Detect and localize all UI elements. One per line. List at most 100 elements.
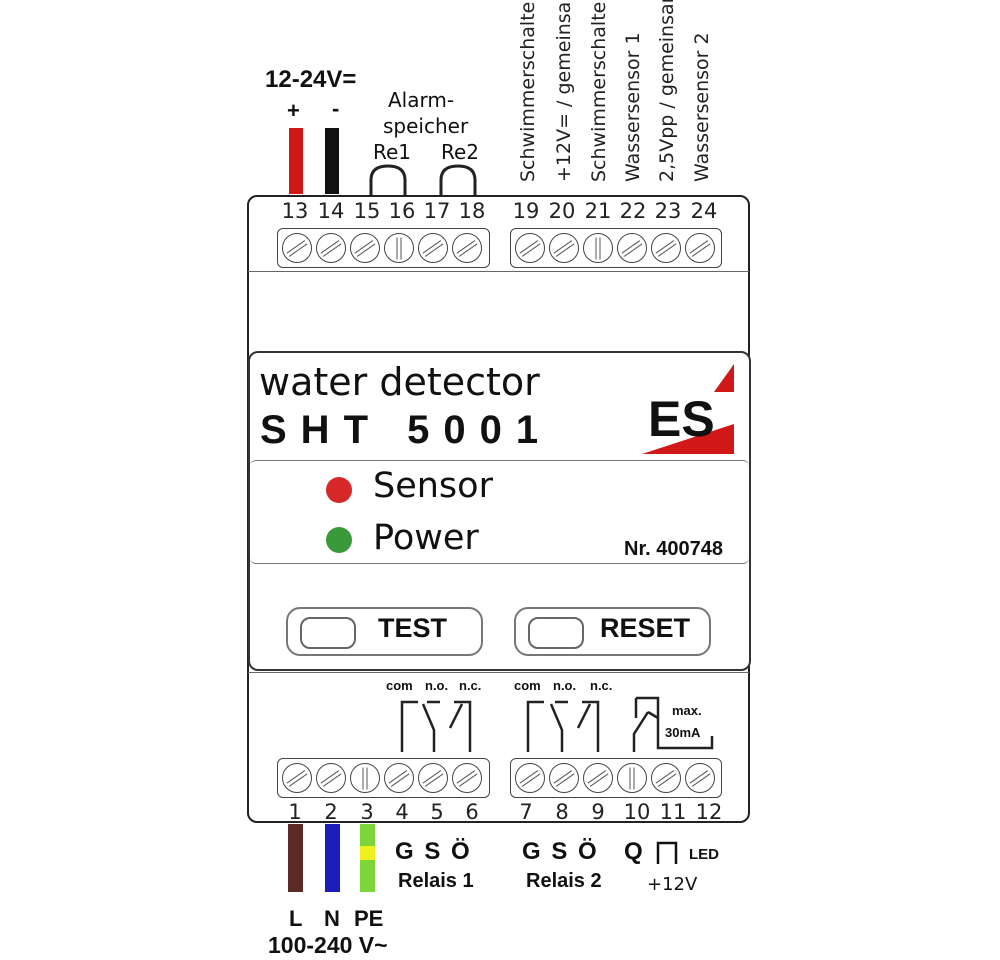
terminal-number: 12	[695, 800, 723, 824]
screw-icon[interactable]	[418, 233, 448, 263]
relay-symbols	[400, 696, 714, 752]
minus-label: -	[332, 96, 340, 121]
terminal-number: 14	[317, 199, 345, 223]
screw-icon[interactable]	[515, 763, 545, 793]
red-wire	[289, 128, 303, 194]
black-wire	[325, 128, 339, 194]
terminal-number: 23	[654, 199, 682, 223]
top-terminal-block-right	[510, 228, 722, 268]
bottom-wires	[288, 824, 375, 892]
screw-icon[interactable]	[452, 233, 482, 263]
terminal-number: 21	[584, 199, 612, 223]
wire-n-label: N	[324, 906, 340, 931]
relay2-no: n.o.	[553, 678, 577, 693]
terminal-number: 18	[458, 199, 486, 223]
max-current-label: max.	[672, 703, 702, 718]
led-output-label: LED	[689, 846, 719, 863]
relay1-terminals-label: G S Ö	[395, 838, 472, 865]
terminal-number: 20	[548, 199, 576, 223]
top-terminal-block-left	[277, 228, 490, 268]
led-area	[250, 460, 749, 564]
relay1-no: n.o.	[425, 678, 449, 693]
terminal-number: 1	[288, 800, 302, 824]
terminal-number: 24	[690, 199, 718, 223]
reset-button-label: RESET	[600, 613, 691, 643]
bottom-terminal-block-right	[510, 758, 722, 798]
product-title: water detector	[259, 360, 540, 404]
relay2-symbol-icon	[526, 700, 600, 752]
screw-icon[interactable]	[384, 763, 414, 793]
relay2-nc: n.c.	[590, 678, 613, 693]
alarm-label-line2: speicher	[383, 114, 469, 138]
terminal-number: 10	[623, 800, 651, 824]
screw-icon[interactable]	[651, 763, 681, 793]
screw-icon[interactable]	[617, 233, 647, 263]
reset-button-cap	[528, 617, 584, 649]
wire-l-label: L	[289, 906, 303, 931]
terminal-number: 3	[360, 800, 374, 824]
dc-voltage-label: 12-24V=	[265, 66, 357, 93]
terminal-number: 19	[512, 199, 540, 223]
pe-wire-yellow	[360, 846, 375, 860]
screw-icon[interactable]	[452, 763, 482, 793]
screw-icon[interactable]	[282, 233, 312, 263]
sensor-led	[326, 477, 352, 503]
screw-icon[interactable]	[549, 233, 579, 263]
terminal-number: 5	[430, 800, 444, 824]
brown-wire	[288, 824, 303, 892]
terminal-number: 2	[324, 800, 338, 824]
es-logo-icon: ES	[642, 364, 734, 454]
screw-icon[interactable]	[282, 763, 312, 793]
screw-icon[interactable]	[384, 233, 414, 263]
screw-icon[interactable]	[651, 233, 681, 263]
terminal-number: 9	[591, 800, 605, 824]
test-button[interactable]: TEST	[286, 607, 483, 656]
screw-icon[interactable]	[583, 763, 613, 793]
test-button-label: TEST	[378, 613, 448, 643]
power-led	[326, 527, 352, 553]
terminal-number: 8	[555, 800, 569, 824]
serial-number: Nr. 400748	[624, 538, 723, 560]
screw-icon[interactable]	[418, 763, 448, 793]
terminal-number: 4	[395, 800, 409, 824]
relay2-label: Relais 2	[526, 870, 602, 892]
jumper-re2	[439, 164, 477, 196]
screw-icon[interactable]	[549, 763, 579, 793]
relay1-com: com	[386, 678, 413, 693]
terminal-number: 11	[659, 800, 687, 824]
screw-icon[interactable]	[685, 763, 715, 793]
pulse-icon	[656, 841, 678, 864]
terminal-number: 17	[423, 199, 451, 223]
test-button-cap	[300, 617, 356, 649]
max-current-value: 30mA	[665, 725, 701, 740]
screw-icon[interactable]	[617, 763, 647, 793]
relay1-nc: n.c.	[459, 678, 482, 693]
wire-pe-label: PE	[354, 906, 384, 931]
plus-label: +	[287, 98, 300, 123]
reset-button[interactable]: RESET	[514, 607, 711, 656]
screw-icon[interactable]	[316, 233, 346, 263]
power-led-label: Power	[373, 518, 479, 558]
terminal-number: 13	[281, 199, 309, 223]
relay2-com: com	[514, 678, 541, 693]
terminal-number: 7	[519, 800, 533, 824]
screw-icon[interactable]	[350, 763, 380, 793]
q-output-label: Q	[624, 838, 643, 865]
es-logo-text: ES	[648, 391, 715, 447]
terminal-number: 6	[465, 800, 479, 824]
relay1-symbol-icon	[400, 700, 472, 752]
relay2-terminals-label: G S Ö	[522, 838, 599, 865]
screw-icon[interactable]	[515, 233, 545, 263]
screw-icon[interactable]	[583, 233, 613, 263]
blue-wire	[325, 824, 340, 892]
bottom-terminal-block-left	[277, 758, 490, 798]
relay1-label: Relais 1	[398, 870, 474, 892]
screw-icon[interactable]	[685, 233, 715, 263]
sensor-led-label: Sensor	[373, 466, 493, 506]
re2-label: Re2	[441, 140, 480, 164]
screw-icon[interactable]	[350, 233, 380, 263]
plus12v-label: +12V	[647, 874, 698, 895]
screw-icon[interactable]	[316, 763, 346, 793]
jumper-re1	[369, 164, 407, 196]
terminal-number: 16	[388, 199, 416, 223]
